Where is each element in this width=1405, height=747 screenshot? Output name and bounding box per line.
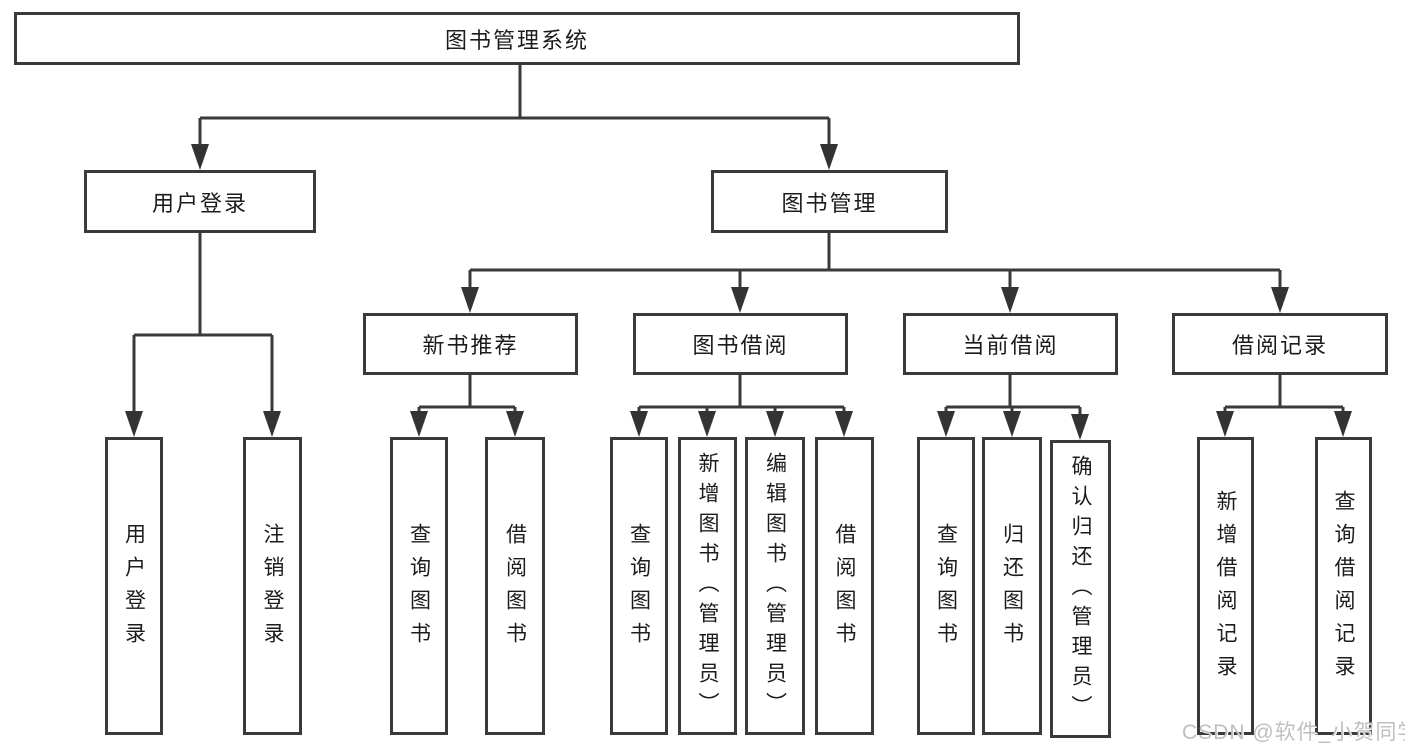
leaf-user-login: 用户登录: [105, 437, 163, 735]
leaf-edit-book-admin: 编辑图书（管理员）: [745, 437, 805, 735]
leaf-query-books-recommend: 查询图书: [390, 437, 448, 735]
leaf-logout: 注销登录: [243, 437, 302, 735]
node-current-borrow: 当前借阅: [903, 313, 1118, 375]
node-borrow-records: 借阅记录: [1172, 313, 1388, 375]
node-new-book-recommend: 新书推荐: [363, 313, 578, 375]
leaf-borrow-books-recommend: 借阅图书: [485, 437, 545, 735]
node-root: 图书管理系统: [14, 12, 1020, 65]
leaf-query-books-borrow: 查询图书: [610, 437, 668, 735]
leaf-query-books-current: 查询图书: [917, 437, 975, 735]
arrowheads: [125, 144, 1352, 440]
node-user-login: 用户登录: [84, 170, 316, 233]
leaf-add-book-admin: 新增图书（管理员）: [678, 437, 737, 735]
leaf-borrow-books-borrow: 借阅图书: [815, 437, 874, 735]
node-book-management: 图书管理: [711, 170, 948, 233]
leaf-add-borrow-record: 新增借阅记录: [1197, 437, 1254, 735]
leaf-confirm-return-admin: 确认归还（管理员）: [1050, 440, 1111, 738]
node-book-borrow: 图书借阅: [633, 313, 848, 375]
leaf-query-borrow-record: 查询借阅记录: [1315, 437, 1372, 735]
leaf-return-books: 归还图书: [982, 437, 1042, 735]
csdn-watermark: CSDN @软件_小贺同学: [1182, 721, 1405, 744]
